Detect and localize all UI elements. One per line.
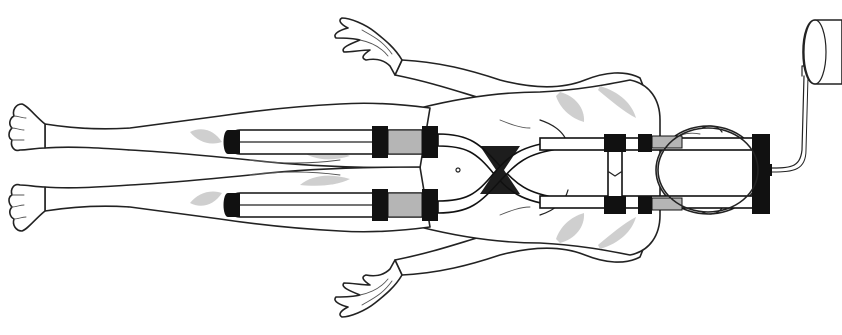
upper-leg-strap-1 [372, 126, 388, 158]
right-foot [9, 104, 45, 150]
left-hand [335, 260, 402, 317]
lower-leg-strap-1 [372, 189, 388, 221]
fluid-reservoir [803, 20, 842, 84]
upper-leg-strap-2 [422, 126, 438, 158]
tube [768, 76, 804, 168]
chest-brace [608, 146, 622, 202]
upper-leg-pad [388, 130, 422, 154]
lower-leg-strap-2 [422, 189, 438, 221]
lower-leg-pad [388, 193, 422, 217]
right-hand [335, 18, 402, 75]
left-foot [9, 185, 45, 231]
human-body-figure [9, 18, 760, 317]
